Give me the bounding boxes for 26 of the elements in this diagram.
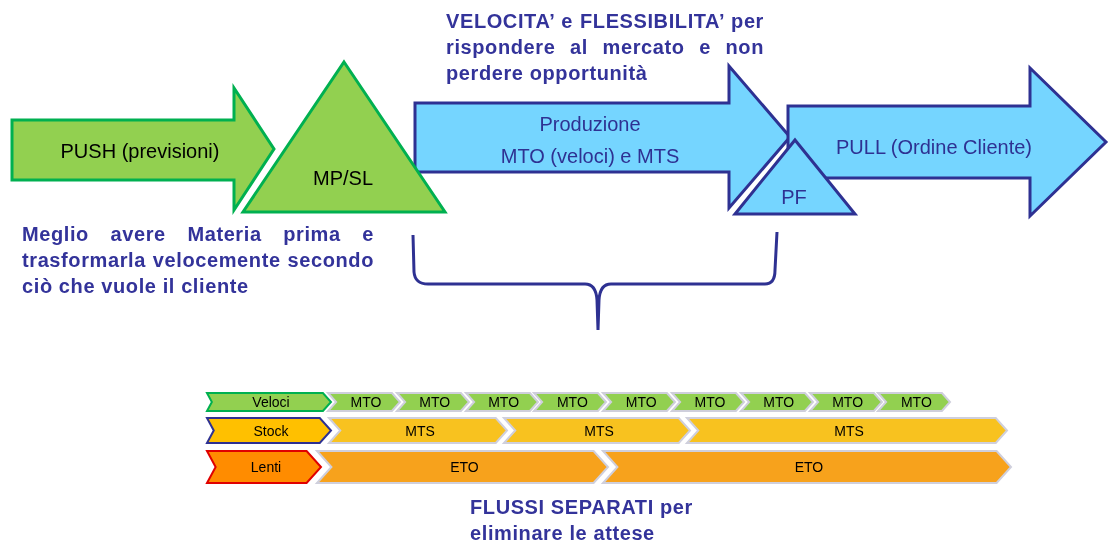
step-label: MTS [834,423,864,438]
step-label: MTO [625,395,657,409]
step-label: MTO [350,395,382,409]
step-label: Veloci [252,395,290,409]
step-label: ETO [450,460,479,474]
shape-label: PULL (Ordine Cliente) [836,137,1032,157]
note-text: VELOCITA’ e FLESSIBILITA’ per rispondere al mercato e non perdere opportunità [446,9,764,86]
step-label: MTO [419,395,451,409]
note-text: Meglio avere Materia prima e trasformarla velocemente secondo ciò che vuole il cliente [22,222,374,299]
step-label: MTO [488,395,519,409]
shape-label: Produzione [539,114,641,134]
step-label: MTO [556,395,588,409]
shape-label: MTO (veloci) e MTS [500,146,680,166]
shape-label: PUSH (previsioni) [60,141,220,161]
step-label: MTO [900,395,932,409]
step-label: Lenti [250,460,282,474]
step-label: ETO [794,460,824,474]
step-label: Stock [253,423,289,438]
shape-label: PF [781,187,807,207]
step-label: MTO [763,395,795,409]
note-text: FLUSSI SEPARATI per eliminare le attese [470,495,694,546]
step-label: MTS [584,423,614,438]
step-label: MTO [832,395,863,409]
shape-label: MP/SL [313,168,373,188]
step-label: MTS [405,423,435,438]
step-label: MTO [694,395,726,409]
